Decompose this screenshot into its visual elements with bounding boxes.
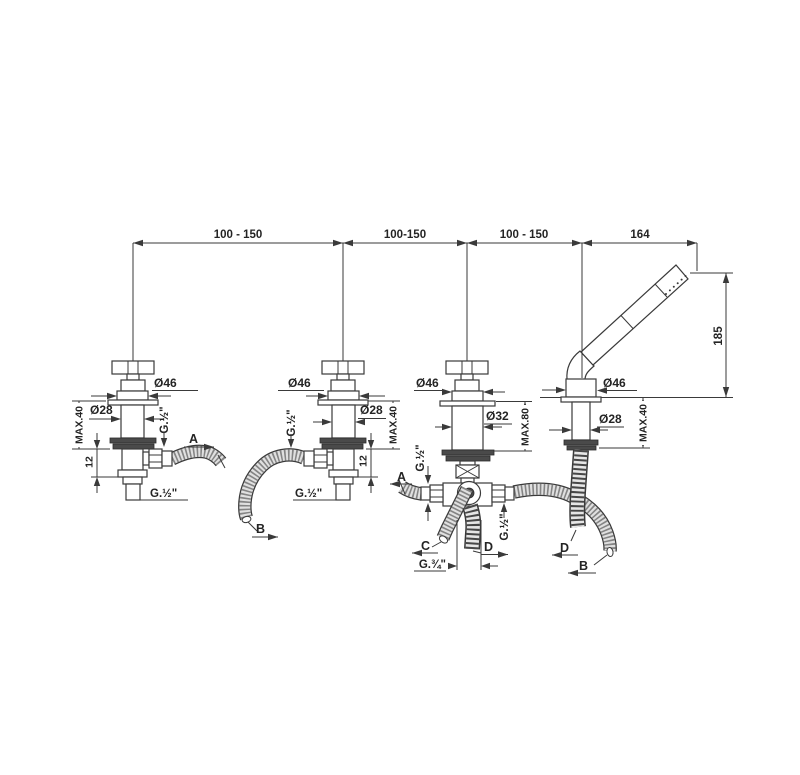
dim-span-4: 164 <box>630 229 650 241</box>
valve1-flow-label: A <box>189 432 198 446</box>
dim-span-3: 100 - 150 <box>500 229 549 241</box>
diverter-thread-right: G.½" <box>499 513 511 540</box>
valve2-thread-side: G.½" <box>286 409 298 436</box>
diverter-dia-flange: Ø46 <box>416 376 439 390</box>
valve1-max-depth: MAX.40 <box>74 406 86 444</box>
hose-diverter-spout <box>431 485 474 548</box>
valve-2-dimensions: Ø46 Ø28 MAX.40 G.½" 12 G.½" B <box>252 376 400 541</box>
diverter-thread-bottom: G.¾" <box>419 559 446 571</box>
shower-flow-hose: D <box>560 541 569 555</box>
spray-holes-dots <box>665 275 687 295</box>
dimension-chain-top: 100 - 150 100-150 100 - 150 164 <box>132 229 698 361</box>
diverter-dia-body: Ø32 <box>486 409 509 423</box>
hand-shower-unit <box>560 264 689 451</box>
valve-1-dimensions: Ø46 Ø28 MAX.40 G.½" 12 G.½" A <box>72 376 214 501</box>
valve2-dia-body: Ø28 <box>360 403 383 417</box>
valve-1 <box>107 360 173 501</box>
valve2-dia-flange: Ø46 <box>288 376 311 390</box>
diverter-flow-in: A <box>397 470 406 484</box>
valve1-dim-12: 12 <box>84 456 96 468</box>
shower-dia-flange: Ø46 <box>603 376 626 390</box>
diverter-flow-shower: D <box>484 540 493 554</box>
shower-dimensions: Ø46 Ø28 MAX.40 D B <box>542 243 650 577</box>
hose-diverter-to-shower <box>512 482 617 552</box>
valve1-dia-flange: Ø46 <box>154 376 177 390</box>
diverter-max-depth: MAX.80 <box>520 408 532 446</box>
valve2-thread-bottom: G.½" <box>295 488 322 500</box>
hose-valve2-outlet <box>238 448 307 521</box>
shower-flow-supply: B <box>579 559 588 573</box>
diverter-thread-left: G.½" <box>415 444 427 471</box>
dimension-height: 185 <box>540 272 733 398</box>
diverter-dimensions: Ø46 Ø32 MAX.80 G.½" G.½" A C <box>390 376 532 572</box>
shower-max-depth: MAX.40 <box>638 404 650 442</box>
valve2-flow-label: B <box>256 522 265 536</box>
hose-diverter-bottom <box>462 503 482 550</box>
valve1-thread-side: G.½" <box>159 406 171 433</box>
hose-valve1-outlet <box>168 444 227 469</box>
valve1-dia-body: Ø28 <box>90 403 113 417</box>
valve1-thread-bottom: G.½" <box>150 488 177 500</box>
valve2-max-depth: MAX.40 <box>388 406 400 444</box>
valve-2 <box>241 360 369 532</box>
hose-shower-corrugated <box>569 449 589 528</box>
dim-span-2: 100-150 <box>384 229 426 241</box>
diverter-flow-spout: C <box>421 539 430 553</box>
dim-span-1: 100 - 150 <box>214 229 263 241</box>
hose-ends-leaders <box>570 529 614 566</box>
valve2-dim-12: 12 <box>358 455 370 467</box>
dim-height-label: 185 <box>713 326 725 346</box>
shower-dia-body: Ø28 <box>599 412 622 426</box>
